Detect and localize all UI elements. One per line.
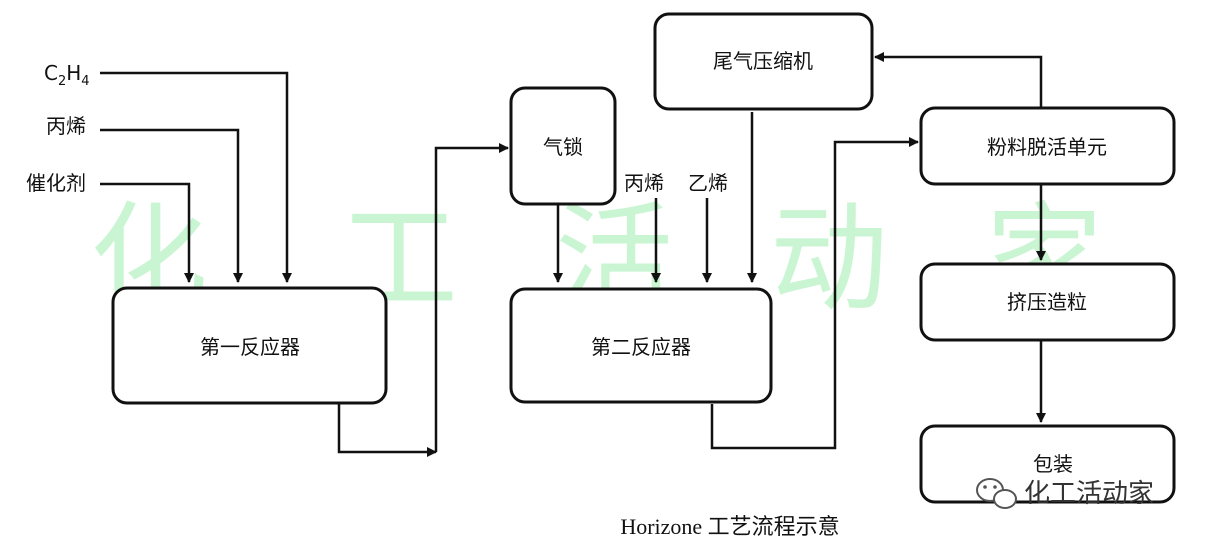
deactivation-box — [919, 106, 1176, 186]
compressor-box — [653, 12, 874, 111]
reactor2-label: 第二反应器 — [591, 335, 691, 359]
compressor-label: 尾气压缩机 — [713, 49, 813, 73]
reactor2-box — [509, 287, 773, 404]
wechat-icon — [976, 478, 1017, 509]
c2h4-h: H — [66, 61, 81, 85]
propylene-feed-line-1 — [100, 128, 243, 283]
reactor2-outlet-line — [710, 137, 919, 450]
airlock-label: 气锁 — [543, 135, 583, 159]
signature-text: 化工活动家 — [1024, 479, 1154, 509]
catalyst-feed-line — [100, 182, 194, 283]
extrusion-box — [919, 262, 1176, 342]
propylene-label-1: 丙烯 — [46, 114, 86, 138]
airlock-box — [509, 86, 617, 206]
wechat-signature: 化工活动家 — [976, 478, 1154, 509]
c2h4-sub1: 2 — [58, 74, 66, 89]
deactivation-label: 粉料脱活单元 — [987, 135, 1107, 159]
packaging-label: 包装 — [1033, 452, 1073, 476]
reactor1-outlet-line — [337, 404, 437, 457]
packaging-box — [919, 424, 1176, 504]
to-compressor-line — [874, 52, 1043, 108]
c2h4-label: C2H4 — [44, 61, 90, 89]
diagram-caption: Horizone 工艺流程示意 — [620, 514, 839, 539]
c2h4-c: C — [44, 61, 58, 85]
catalyst-label: 催化剂 — [26, 171, 86, 195]
c2h4-sub2: 4 — [81, 74, 89, 89]
watermark-char: 动 — [770, 190, 888, 328]
c2h4-feed-line — [100, 71, 292, 283]
propylene-label-2: 丙烯 — [624, 171, 664, 195]
ethylene-label: 乙烯 — [688, 171, 728, 195]
to-airlock-line — [434, 143, 509, 452]
extrusion-label: 挤压造粒 — [1007, 290, 1087, 314]
reactor1-label: 第一反应器 — [200, 335, 300, 359]
reactor1-box — [111, 286, 388, 405]
